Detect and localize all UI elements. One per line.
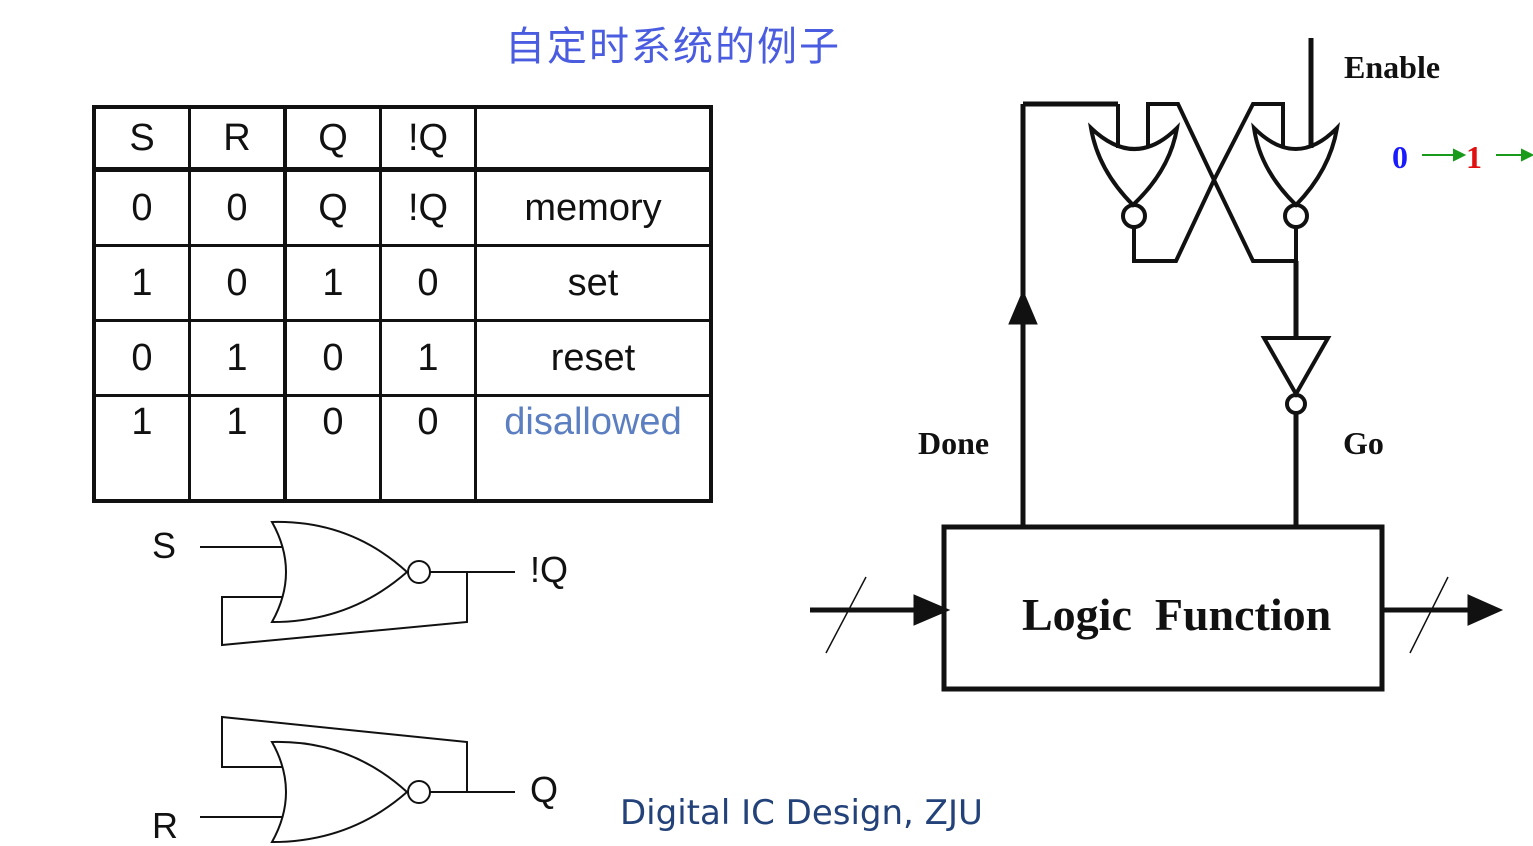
- nor-gate-top: [270, 520, 409, 624]
- transition-to: 1: [1466, 139, 1482, 175]
- cell-s: 1: [92, 244, 191, 322]
- table-row: 1 1 0 0 disallowed: [92, 394, 713, 503]
- cell-s: 0: [92, 319, 191, 397]
- truth-table: S R Q !Q 0 0 Q !Q memory 1 0 1 0 set 0 1…: [92, 105, 713, 503]
- nor-gate-left: [1088, 122, 1181, 208]
- logic-function-label: Logic Function: [1022, 589, 1331, 640]
- table-row: 0 1 0 1 reset: [92, 319, 713, 397]
- cell-r: 0: [188, 244, 287, 322]
- cell-s: 1: [92, 394, 191, 503]
- enable-label: Enable: [1344, 49, 1440, 85]
- done-arrow-head: [1008, 289, 1038, 325]
- footer-text: Digital IC Design, ZJU: [620, 793, 983, 833]
- table-row: 1 0 1 0 set: [92, 244, 713, 322]
- wire-cross-2: [221, 715, 468, 792]
- cell-nq: 0: [379, 244, 477, 322]
- table-row: 0 0 Q !Q memory: [92, 168, 713, 247]
- cell-r: 1: [188, 319, 287, 397]
- input-arrow-head: [913, 594, 951, 626]
- header-state: [474, 105, 713, 172]
- transition-arrow-1: [1422, 148, 1467, 162]
- self-timed-circuit: [810, 38, 1504, 692]
- cell-s: 0: [92, 168, 191, 247]
- cross-wire-right: [1212, 179, 1298, 263]
- inverter-bubble-bottom: [407, 780, 431, 804]
- cell-r: 0: [188, 168, 287, 247]
- cell-state-disallowed: disallowed: [474, 394, 713, 503]
- done-label: Done: [918, 425, 989, 461]
- latch-label-r: R: [152, 805, 178, 846]
- cell-state: set: [474, 244, 713, 322]
- nor-gate-bottom: [270, 740, 409, 844]
- table-header-row: S R Q !Q: [92, 105, 713, 172]
- nor-gate-right: [1251, 122, 1341, 208]
- right-gate-input-a: [1212, 102, 1285, 181]
- cell-nq: 0: [379, 394, 477, 503]
- cell-q: 1: [283, 244, 382, 322]
- cell-state: reset: [474, 319, 713, 397]
- wire-cross-1: [221, 572, 468, 647]
- buffer-triangle: [1260, 336, 1332, 399]
- cell-q: 0: [283, 319, 382, 397]
- inverter-bubble-top: [407, 560, 431, 584]
- cell-nq: 1: [379, 319, 477, 397]
- output-arrow-head: [1467, 594, 1504, 626]
- cross-wire-left: [1132, 179, 1216, 263]
- output-bus-slash: [1409, 576, 1449, 654]
- inverter-bubble-left: [1121, 203, 1147, 229]
- latch-label-nq: !Q: [530, 549, 568, 590]
- header-r: R: [188, 105, 287, 172]
- latch-label-q: Q: [530, 769, 558, 810]
- input-bus-slash: [825, 576, 867, 654]
- cell-state: memory: [474, 168, 713, 247]
- transition-from: 0: [1392, 139, 1408, 175]
- header-s: S: [92, 105, 191, 172]
- header-nq: !Q: [379, 105, 477, 172]
- inverter-bubble-right: [1283, 203, 1309, 229]
- header-q: Q: [283, 105, 382, 172]
- go-label: Go: [1343, 425, 1384, 461]
- latch-label-s: S: [152, 525, 176, 566]
- cell-nq: !Q: [379, 168, 477, 247]
- slide-title: 自定时系统的例子: [505, 24, 841, 70]
- cell-q: Q: [283, 168, 382, 247]
- sr-latch-diagram: [200, 520, 515, 844]
- transition-arrow-2: [1496, 148, 1533, 162]
- cell-r: 1: [188, 394, 287, 503]
- cell-q: 0: [283, 394, 382, 503]
- left-gate-input-b: [1146, 102, 1216, 181]
